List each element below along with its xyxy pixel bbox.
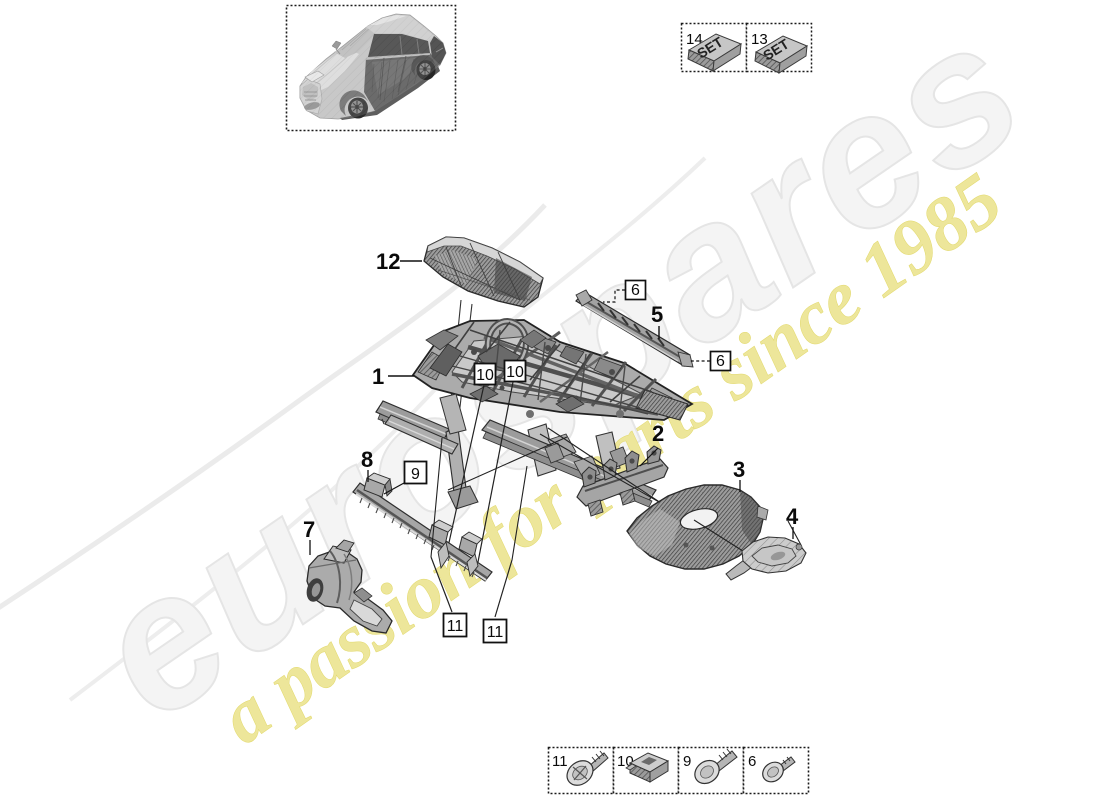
svg-text:5: 5	[651, 302, 663, 327]
svg-text:7: 7	[303, 517, 315, 542]
svg-text:6: 6	[748, 753, 756, 770]
svg-text:11: 11	[552, 753, 568, 770]
svg-text:10: 10	[506, 364, 524, 381]
svg-text:10: 10	[476, 367, 494, 384]
svg-text:12: 12	[376, 249, 400, 274]
svg-text:1: 1	[372, 364, 384, 389]
svg-text:14: 14	[686, 31, 703, 48]
svg-text:11: 11	[487, 624, 504, 641]
svg-text:9: 9	[411, 466, 420, 483]
svg-text:6: 6	[631, 282, 640, 299]
svg-text:2: 2	[652, 421, 664, 446]
svg-text:9: 9	[683, 753, 691, 770]
svg-text:4: 4	[786, 504, 799, 529]
svg-text:8: 8	[361, 447, 373, 472]
svg-text:6: 6	[716, 353, 725, 370]
svg-text:3: 3	[733, 457, 745, 482]
svg-text:11: 11	[447, 618, 464, 635]
svg-text:13: 13	[751, 31, 768, 48]
